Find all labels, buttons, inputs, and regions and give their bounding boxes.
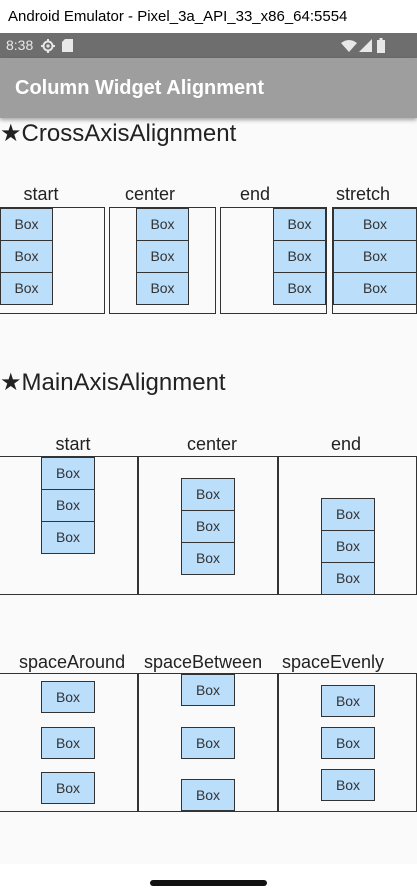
cross-end-label: end	[239, 184, 271, 204]
space-around-label: spaceAround	[19, 652, 126, 672]
signal-icon	[359, 39, 372, 52]
space-evenly-label: spaceEvenly	[282, 652, 385, 672]
wifi-icon	[341, 40, 357, 52]
box: Box	[333, 272, 417, 305]
space-between-frame: Box Box Box	[138, 673, 278, 812]
box: Box	[321, 727, 375, 759]
box: Box	[41, 521, 95, 554]
emulator-title: Android Emulator - Pixel_3a_API_33_x86_6…	[8, 8, 348, 25]
box: Box	[321, 498, 375, 531]
space-evenly-frame: Box Box Box	[278, 673, 417, 812]
box: Box	[41, 727, 95, 759]
box: Box	[333, 240, 417, 273]
home-gesture-handle[interactable]	[150, 880, 267, 886]
cross-stretch-label: stretch	[335, 184, 391, 204]
cross-center-label: center	[124, 184, 176, 204]
cross-stretch-frame: Box Box Box	[332, 207, 417, 314]
box: Box	[41, 457, 95, 490]
main-end-frame: Box Box Box	[278, 456, 417, 595]
box: Box	[321, 562, 375, 595]
battery-icon	[377, 38, 385, 53]
gesture-nav-bar	[0, 864, 417, 892]
box: Box	[181, 478, 235, 511]
space-between-label: spaceBetween	[144, 652, 263, 672]
box: Box	[181, 542, 235, 575]
settings-gear-icon	[41, 39, 55, 53]
status-bar: 8:38	[0, 33, 417, 58]
main-start-label: start	[55, 434, 91, 454]
box: Box	[273, 240, 326, 273]
main-end-label: end	[330, 434, 362, 454]
box: Box	[321, 769, 375, 801]
box: Box	[181, 510, 235, 543]
cross-axis-heading: ★CrossAxisAlignment	[0, 120, 237, 147]
box: Box	[0, 208, 53, 241]
space-around-frame: Box Box Box	[0, 673, 138, 812]
cross-center-frame: Box Box Box	[109, 207, 216, 314]
box: Box	[181, 727, 235, 759]
cross-start-label: start	[23, 184, 59, 204]
box: Box	[0, 272, 53, 305]
box: Box	[136, 208, 189, 241]
box: Box	[181, 674, 235, 706]
cross-start-frame: Box Box Box	[0, 207, 105, 314]
status-time: 8:38	[6, 37, 34, 53]
main-center-frame: Box Box Box	[138, 456, 278, 595]
box: Box	[41, 772, 95, 804]
box: Box	[136, 272, 189, 305]
box: Box	[41, 681, 95, 713]
box: Box	[273, 208, 326, 241]
box: Box	[321, 685, 375, 717]
main-start-frame: Box Box Box	[0, 456, 138, 595]
cross-end-frame: Box Box Box	[220, 207, 327, 314]
sd-card-icon	[62, 39, 73, 52]
app-bar: Column Widget Alignment	[0, 58, 417, 118]
box: Box	[273, 272, 326, 305]
box: Box	[41, 489, 95, 522]
emulator-title-bar: Android Emulator - Pixel_3a_API_33_x86_6…	[0, 0, 417, 33]
box: Box	[333, 208, 417, 241]
box: Box	[181, 779, 235, 811]
box: Box	[136, 240, 189, 273]
main-axis-heading: ★MainAxisAlignment	[0, 369, 226, 396]
app-bar-title: Column Widget Alignment	[15, 77, 265, 99]
box: Box	[321, 530, 375, 563]
box: Box	[0, 240, 53, 273]
main-center-label: center	[186, 434, 238, 454]
